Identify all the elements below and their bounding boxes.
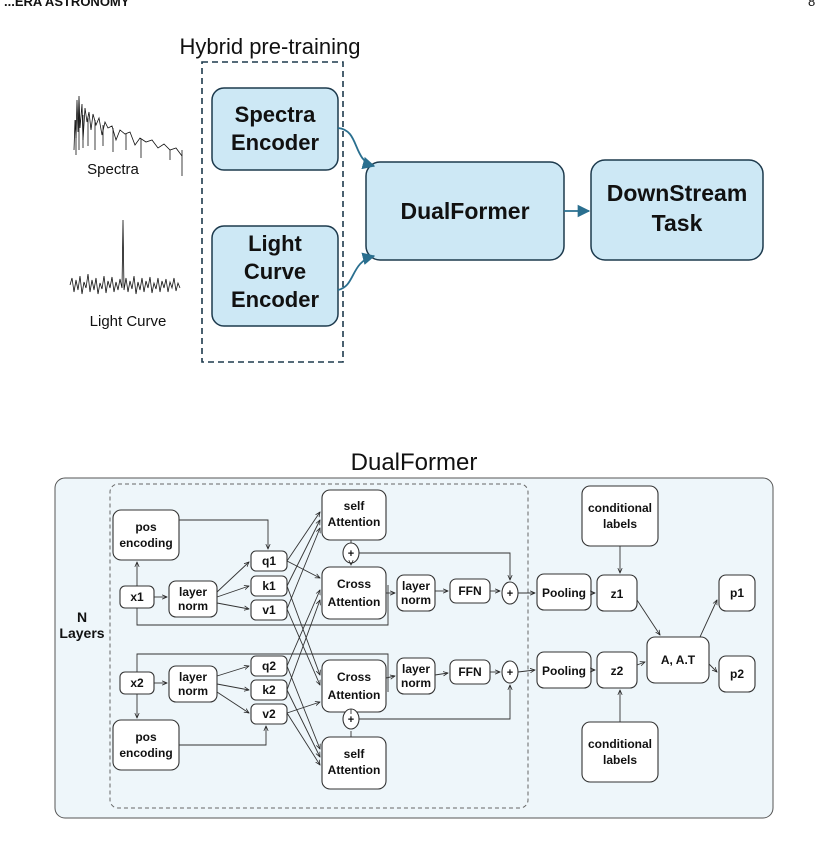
ffn-2-label: FFN — [458, 665, 481, 679]
spectra-signal — [73, 95, 183, 176]
page-header: ...ERA ASTRONOMY — [4, 0, 130, 9]
lightcurve-encoder-line2: Curve — [244, 259, 306, 284]
conditional-labels-top-box — [581, 485, 659, 547]
p2-label: p2 — [730, 667, 744, 681]
cross-attention-2-line2: Attention — [328, 688, 381, 702]
z2-label: z2 — [611, 664, 624, 678]
lightcurve-label: Light Curve — [90, 313, 167, 330]
dualformer-title: DualFormer — [351, 449, 478, 476]
spectra-encoder-line1: Spectra — [235, 102, 316, 127]
layer-norm-1b-box — [396, 574, 436, 612]
plus-1-label: + — [348, 548, 354, 560]
z1-box — [596, 574, 638, 612]
dualformer-label: DualFormer — [400, 198, 529, 224]
layer-norm-1-line1: layer — [179, 585, 207, 599]
lightcurve-encoder-box: Light Curve Encoder — [211, 225, 339, 327]
layer-norm-2b-line1: layer — [402, 662, 430, 676]
self-attention-1-box — [321, 489, 387, 541]
cross-attention-1-line1: Cross — [337, 577, 371, 591]
aat-box — [646, 636, 710, 684]
pooling-1-label: Pooling — [542, 586, 586, 600]
self-attention-1-line2: Attention — [328, 515, 381, 529]
conditional-labels-bottom-line1: conditional — [588, 737, 652, 751]
page-number: 8 — [808, 0, 815, 9]
conditional-labels-bottom-line2: labels — [603, 753, 637, 767]
p1-label: p1 — [730, 586, 744, 600]
arrow-spectra-to-dualformer — [337, 127, 376, 170]
x1-label: x1 — [130, 590, 144, 604]
dualformer-box: DualFormer — [365, 161, 565, 261]
hybrid-dashed-box — [201, 61, 344, 363]
pooling-2-label: Pooling — [542, 664, 586, 678]
z1-label: z1 — [611, 587, 624, 601]
layer-norm-2b-box — [396, 657, 436, 695]
spectra-encoder-box: Spectra Encoder — [211, 87, 339, 171]
downstream-line2: Task — [652, 210, 703, 236]
hybrid-title: Hybrid pre-training — [180, 34, 361, 59]
downstream-task-box: DownStream Task — [590, 159, 764, 261]
self-attention-2-line2: Attention — [328, 763, 381, 777]
pos-encoding-top-box — [112, 509, 180, 561]
x2-label: x2 — [130, 676, 144, 690]
lightcurve-encoder-line3: Encoder — [231, 287, 319, 312]
self-attention-2-box — [321, 736, 387, 790]
q1-label: q1 — [262, 554, 276, 568]
plus-2-label: + — [507, 588, 513, 600]
k2-label: k2 — [262, 683, 276, 697]
plus-4-label: + — [348, 714, 354, 726]
conditional-labels-top-line2: labels — [603, 517, 637, 531]
cross-attention-2-line1: Cross — [337, 670, 371, 684]
pos-encoding-top-line2: encoding — [119, 536, 172, 550]
layer-norm-1-box — [168, 580, 218, 618]
n-layers-line2: Layers — [59, 625, 104, 641]
ffn-1-label: FFN — [458, 584, 481, 598]
cross-attention-1-box — [321, 566, 387, 620]
self-attention-1-line1: self — [344, 499, 366, 513]
plus-3-label: + — [507, 667, 513, 679]
z2-box — [596, 651, 638, 689]
pos-encoding-bottom-box — [112, 719, 180, 771]
spectra-encoder-line2: Encoder — [231, 130, 319, 155]
conditional-labels-bottom-box — [581, 721, 659, 783]
layer-norm-2b-line2: norm — [401, 676, 431, 690]
layer-norm-1-line2: norm — [178, 599, 208, 613]
layer-norm-2-line1: layer — [179, 670, 207, 684]
spectra-label: Spectra — [87, 161, 139, 178]
self-attention-2-line1: self — [344, 747, 366, 761]
pos-encoding-top-line1: pos — [135, 520, 157, 534]
v2-box — [250, 703, 288, 725]
cross-attention-2-box — [321, 659, 387, 713]
q2-label: q2 — [262, 659, 276, 673]
conditional-labels-top-line1: conditional — [588, 501, 652, 515]
aat-label: A, A.T — [661, 653, 696, 667]
pos-encoding-bottom-line2: encoding — [119, 746, 172, 760]
n-layers-dashed-box — [109, 483, 529, 809]
p2-box — [718, 655, 756, 693]
pos-encoding-bottom-line1: pos — [135, 730, 157, 744]
arrow-lightcurve-to-dualformer — [337, 252, 376, 291]
lightcurve-encoder-line1: Light — [248, 231, 302, 256]
lightcurve-signal — [69, 219, 181, 295]
n-layers-line1: N — [77, 609, 87, 625]
layer-norm-2-line2: norm — [178, 684, 208, 698]
v2-label: v2 — [262, 707, 276, 721]
v1-label: v1 — [262, 603, 276, 617]
downstream-line1: DownStream — [607, 180, 748, 206]
cross-attention-1-line2: Attention — [328, 595, 381, 609]
layer-norm-1b-line2: norm — [401, 593, 431, 607]
layer-norm-1b-line1: layer — [402, 579, 430, 593]
connector-lines — [137, 512, 717, 765]
k1-label: k1 — [262, 579, 276, 593]
p1-box — [718, 574, 756, 612]
